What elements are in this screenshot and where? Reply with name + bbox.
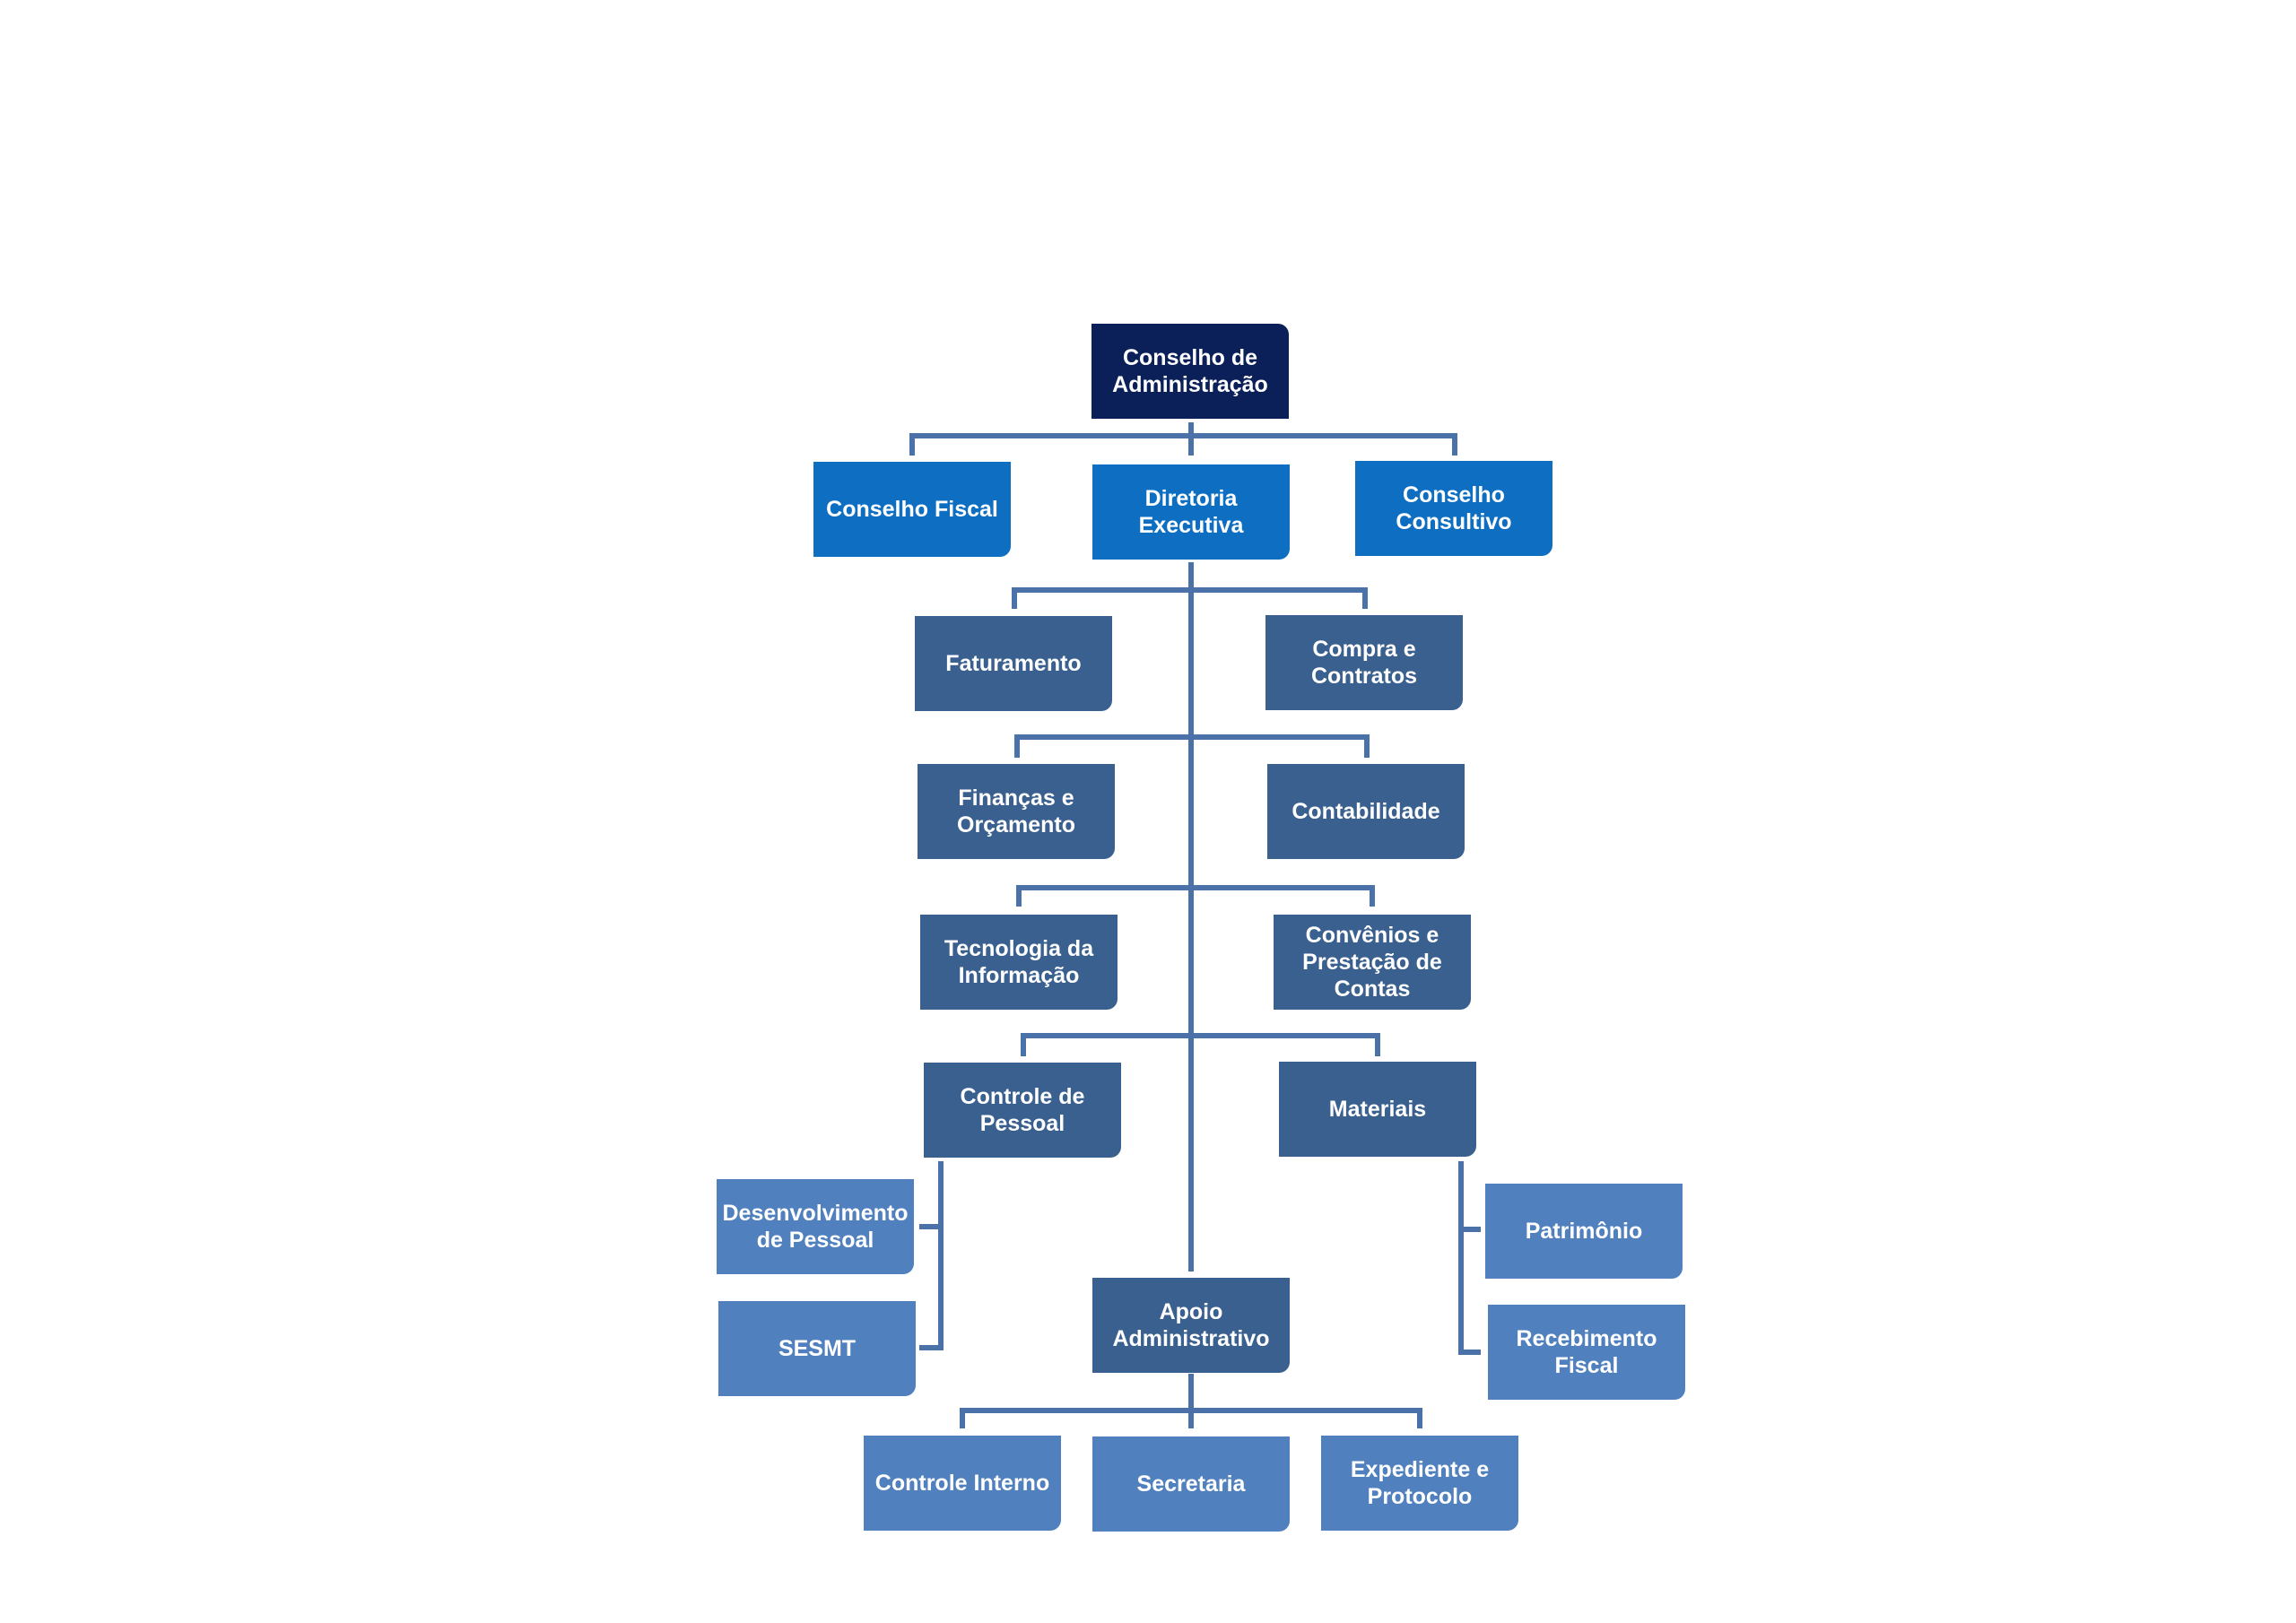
node-conselho-fiscal: Conselho Fiscal — [813, 462, 1011, 557]
node-sesmt: SESMT — [718, 1301, 916, 1396]
node-faturamento: Faturamento — [915, 616, 1112, 711]
node-recebimento-fiscal: Recebimento Fiscal — [1488, 1305, 1685, 1400]
node-diretoria-executiva: Diretoria Executiva — [1092, 464, 1290, 560]
node-controle-interno: Controle Interno — [864, 1436, 1061, 1531]
node-secretaria: Secretaria — [1092, 1436, 1290, 1532]
node-expediente-protocolo: Expediente e Protocolo — [1321, 1436, 1518, 1531]
node-conselho-administracao: Conselho de Administração — [1091, 324, 1289, 419]
node-financas-orcamento: Finanças e Orçamento — [918, 764, 1115, 859]
node-controle-pessoal: Controle de Pessoal — [924, 1063, 1121, 1158]
node-convenios-prestacao: Convênios e Prestação de Contas — [1274, 915, 1471, 1010]
node-contabilidade: Contabilidade — [1267, 764, 1465, 859]
node-compra-contratos: Compra e Contratos — [1265, 615, 1463, 710]
node-apoio-administrativo: Apoio Administrativo — [1092, 1278, 1290, 1373]
node-patrimonio: Patrimônio — [1485, 1184, 1683, 1279]
node-tecnologia-informacao: Tecnologia da Informação — [920, 915, 1118, 1010]
node-desenvolvimento-pessoal: Desenvolvimento de Pessoal — [717, 1179, 914, 1274]
node-materiais: Materiais — [1279, 1062, 1476, 1157]
node-conselho-consultivo: Conselho Consultivo — [1355, 461, 1552, 556]
